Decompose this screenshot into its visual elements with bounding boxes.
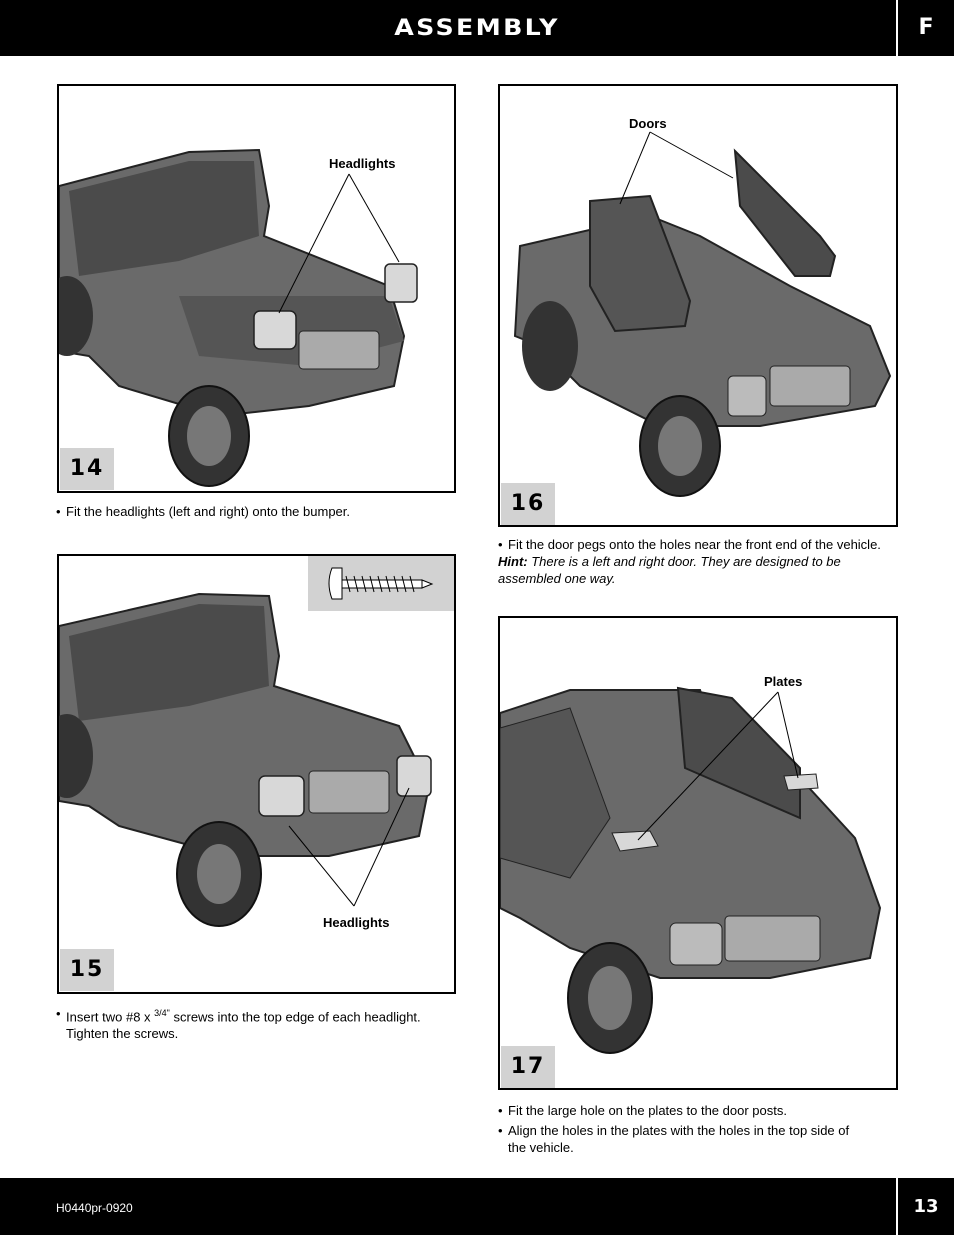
step-15-bullet: Insert two #8 x 3/4" screws into the top… bbox=[56, 1005, 456, 1042]
document-code: H0440pr-0920 bbox=[56, 1201, 133, 1215]
vehicle-illustration bbox=[513, 131, 892, 497]
step-15-instructions: Insert two #8 x 3/4" screws into the top… bbox=[56, 1005, 456, 1042]
step-16-hint: Hint: There is a left and right door. Th… bbox=[498, 553, 898, 587]
step-15-text-b: screws into the top edge of each headlig… bbox=[169, 1009, 421, 1025]
hint-label: Hint: bbox=[498, 554, 528, 569]
vehicle-illustration bbox=[59, 148, 418, 487]
headlights-callout: Headlights bbox=[329, 156, 396, 171]
doors-callout: Doors bbox=[629, 116, 667, 131]
step-14-bullet: Fit the headlights (left and right) onto… bbox=[56, 503, 456, 520]
hint-text: There is a left and right door. They are… bbox=[498, 554, 841, 586]
step-number-16: 16 bbox=[501, 483, 555, 525]
section-letter: F bbox=[918, 15, 934, 40]
step-14-panel: Headlights 14 bbox=[57, 84, 456, 493]
step-17-bullet-1: Fit the large hole on the plates to the … bbox=[498, 1102, 898, 1119]
step-14-instructions: Fit the headlights (left and right) onto… bbox=[56, 503, 456, 520]
plates-callout: Plates bbox=[764, 674, 803, 689]
step-number-15: 15 bbox=[60, 949, 114, 991]
step-number-14: 14 bbox=[60, 448, 114, 490]
footer-bar bbox=[0, 1178, 896, 1235]
step-17-bullet-2: Align the holes in the plates with the h… bbox=[498, 1122, 860, 1156]
step-16-instructions: Fit the door pegs onto the holes near th… bbox=[498, 536, 898, 587]
section-tab: F bbox=[898, 0, 954, 56]
step-17-panel: Plates 17 bbox=[498, 616, 898, 1090]
hardware-box bbox=[308, 556, 454, 611]
step-16-panel: Doors 16 bbox=[498, 84, 898, 527]
page-number: 13 bbox=[913, 1196, 939, 1217]
screw-icon bbox=[328, 567, 434, 600]
step-16-bullet: Fit the door pegs onto the holes near th… bbox=[498, 536, 898, 553]
step-17-instructions: Fit the large hole on the plates to the … bbox=[498, 1102, 898, 1156]
step-15-inch: " bbox=[166, 1008, 170, 1018]
step-number-17: 17 bbox=[501, 1046, 555, 1088]
page-number-tab: 13 bbox=[898, 1178, 954, 1235]
page-title: ASSEMBLY bbox=[394, 16, 560, 41]
step-15-text-a: Insert two #8 x bbox=[66, 1009, 155, 1025]
vehicle-illustration bbox=[500, 686, 882, 1054]
headlights-callout: Headlights bbox=[323, 915, 390, 930]
step-15-panel: Headlights 15 bbox=[57, 554, 456, 994]
header-bar bbox=[0, 0, 896, 56]
vehicle-illustration bbox=[59, 592, 432, 927]
step-15-fraction: 3/4 bbox=[154, 1008, 167, 1018]
step-15-text-c: Tighten the screws. bbox=[66, 1026, 179, 1042]
